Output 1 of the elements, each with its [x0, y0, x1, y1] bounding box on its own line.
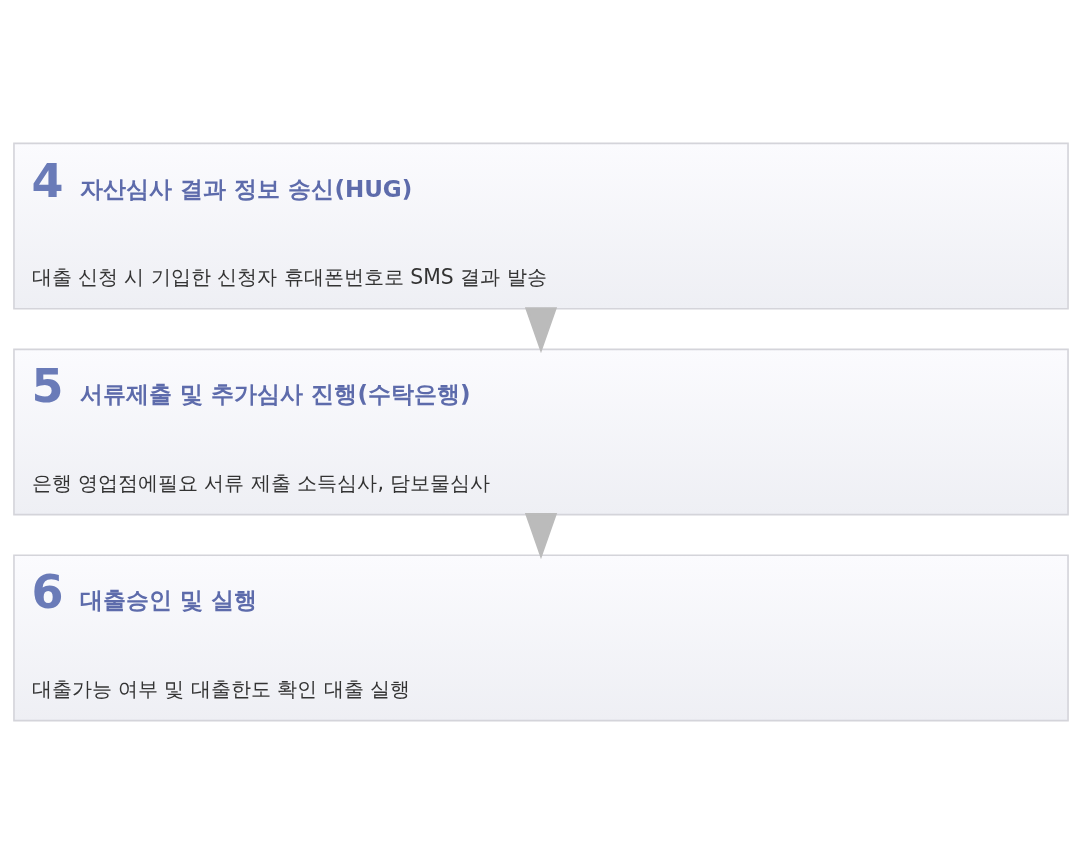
node-box: 6 대출승인 및 실행 대출가능 여부 및 대출한도 확인 대출 실행 [13, 554, 1069, 722]
